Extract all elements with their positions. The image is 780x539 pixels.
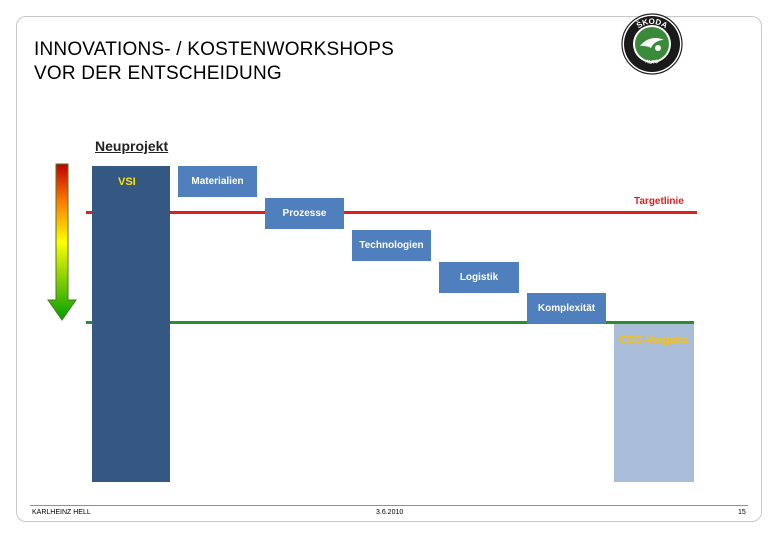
- baseline: [86, 321, 694, 324]
- footer-divider: [30, 505, 748, 506]
- svg-text:ŠKODA: ŠKODA: [635, 17, 669, 30]
- logo-bottom-text: AUTO: [645, 59, 660, 66]
- step-technologien: Technologien: [352, 230, 431, 261]
- svg-text:AUTO: AUTO: [645, 59, 660, 66]
- footer-date: 3.6.2010: [376, 509, 404, 516]
- step-materialien: Materialien: [178, 166, 257, 197]
- slide-frame: [16, 16, 762, 522]
- target-line-label: Targetlinie: [634, 196, 684, 207]
- step-label: Materialien: [191, 176, 244, 187]
- step-label: Logistik: [459, 272, 499, 283]
- skoda-logo: ŠKODA AUTO: [621, 13, 683, 75]
- target-line: [86, 211, 697, 214]
- step-label: Technologien: [359, 240, 424, 251]
- step-prozesse: Prozesse: [265, 198, 344, 229]
- footer-page-number: 15: [738, 509, 746, 516]
- footer-author: KARLHEINZ HELL: [32, 509, 91, 516]
- step-logistik: Logistik: [439, 262, 519, 293]
- step-label: Prozesse: [282, 208, 327, 219]
- step-komplexitaet: Komplexität: [527, 293, 606, 324]
- logo-ring-text: ŠKODA: [635, 17, 669, 30]
- cost-reduction-arrow-icon: [47, 163, 77, 321]
- diagram-heading: Neuprojekt: [95, 138, 169, 154]
- slide-title: INNOVATIONS- / KOSTENWORKSHOPS VOR DER E…: [34, 39, 394, 84]
- vsi-label: VSI: [118, 176, 136, 188]
- csc-label: CSC-Vergabe: [619, 334, 689, 346]
- csc-bar: [614, 324, 694, 482]
- step-label: Komplexität: [537, 303, 596, 314]
- vsi-bar: [92, 166, 170, 482]
